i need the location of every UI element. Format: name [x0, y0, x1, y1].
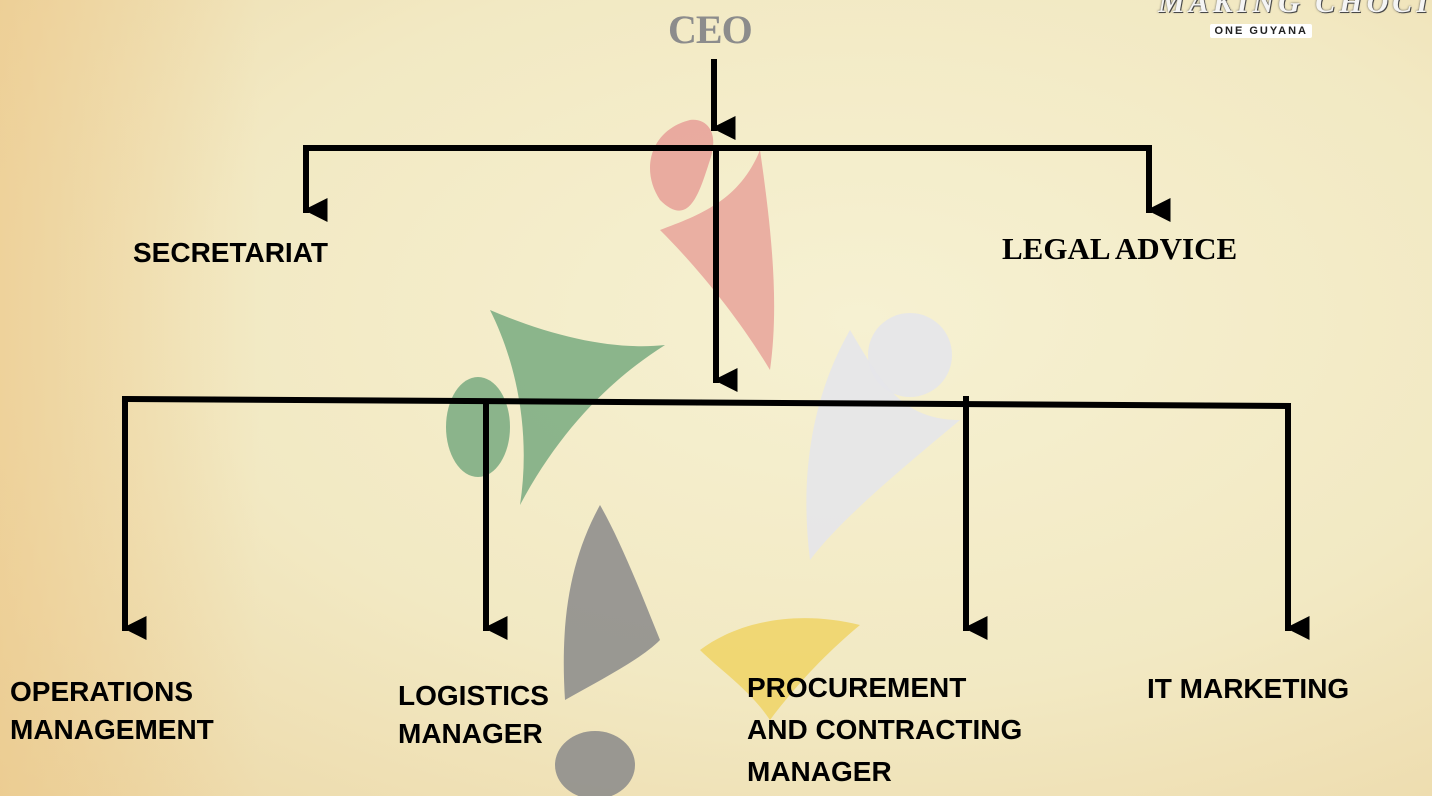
- watermark-red-figure: [650, 119, 714, 211]
- watermark-green-body: [490, 310, 665, 505]
- connector-bottom-bar: [121, 395, 1292, 410]
- logo-tagline: ONE GUYANA: [1210, 24, 1312, 38]
- node-logistics-manager: LOGISTICS MANAGER: [398, 680, 549, 749]
- watermark-gray-head: [555, 731, 635, 796]
- node-operations-management: OPERATIONS MANAGEMENT: [10, 676, 214, 745]
- brand-logo: MAKING CHOCI ONE GUYANA: [1012, 0, 1432, 60]
- logo-wordmark: MAKING CHOCI: [1158, 0, 1432, 19]
- watermark-gray-body: [563, 505, 660, 700]
- node-secretariat: SECRETARIAT: [133, 237, 328, 268]
- node-procurement-contracting-manager: PROCUREMENT AND CONTRACTING MANAGER: [747, 672, 1023, 787]
- watermark-light-body: [806, 330, 960, 560]
- node-legal-advice: LEGAL ADVICE: [1002, 231, 1238, 266]
- watermark-yellow-body: [700, 618, 860, 720]
- node-ceo: CEO: [668, 7, 753, 52]
- node-it-marketing: IT MARKETING: [1147, 673, 1350, 704]
- watermark-light-head: [868, 313, 952, 397]
